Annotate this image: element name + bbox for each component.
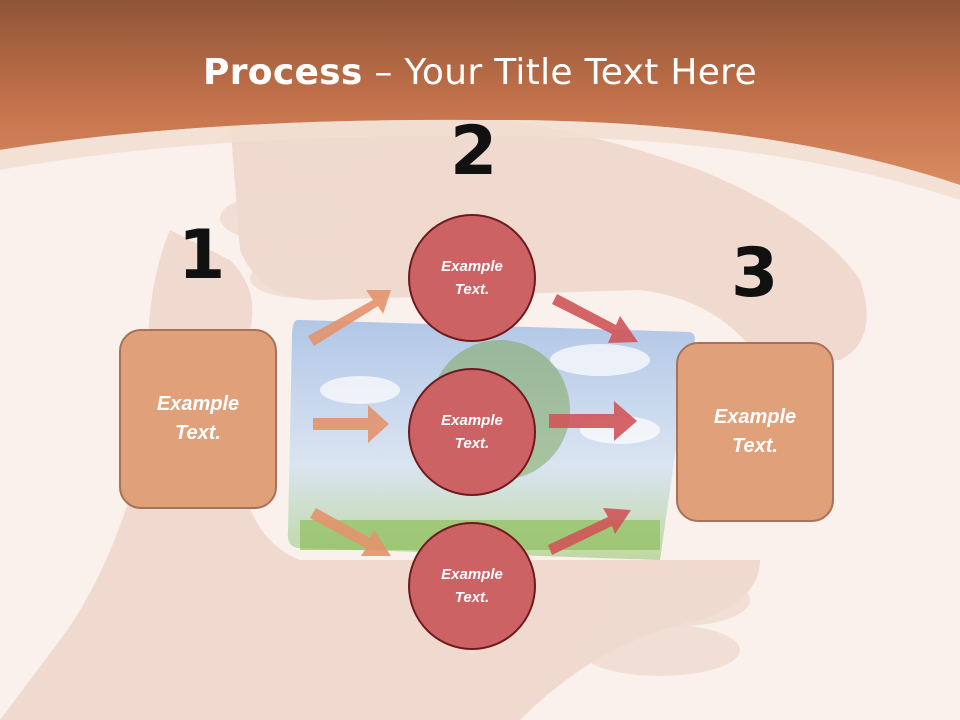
circle-line2: Text.	[454, 281, 490, 298]
step-number-3: 3	[731, 234, 779, 313]
slide-title: Process – Your Title Text Here	[0, 52, 960, 93]
right-box-line2: Text.	[732, 435, 778, 457]
left-box-line1: Example	[156, 393, 240, 415]
middle-process-circle[interactable]: Example Text.	[408, 368, 536, 496]
circle-line2: Text.	[454, 435, 490, 452]
left-box-line2: Text.	[175, 422, 221, 444]
left-process-box[interactable]: Example Text.	[119, 329, 277, 509]
circle-line1: Example	[441, 566, 503, 583]
circle-line1: Example	[441, 412, 503, 429]
title-bold: Process	[203, 52, 363, 93]
bottom-process-circle[interactable]: Example Text.	[408, 522, 536, 650]
circle-line1: Example	[441, 258, 503, 275]
circle-line2: Text.	[454, 589, 490, 606]
right-box-line1: Example	[713, 406, 797, 428]
right-process-box[interactable]: Example Text.	[676, 342, 834, 522]
step-number-2: 2	[450, 112, 498, 191]
title-rest: – Your Title Text Here	[362, 52, 757, 93]
step-number-1: 1	[178, 216, 226, 295]
top-process-circle[interactable]: Example Text.	[408, 214, 536, 342]
